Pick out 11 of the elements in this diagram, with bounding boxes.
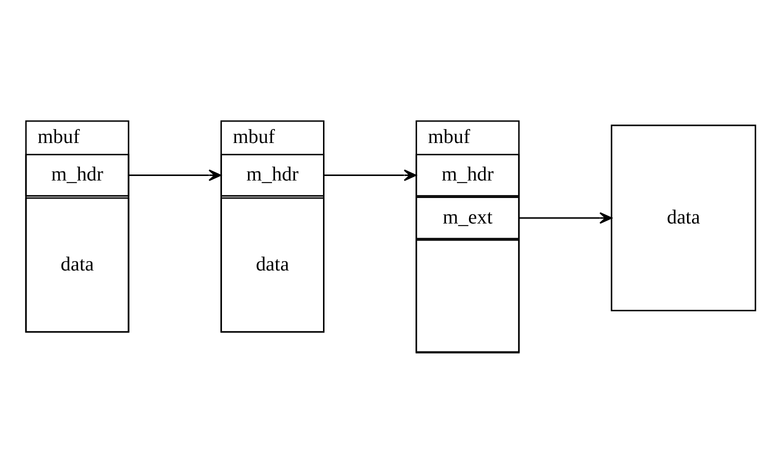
arrow (128, 168, 222, 181)
node-box: data (220, 196, 324, 332)
node-box (416, 238, 520, 353)
arrow (324, 168, 416, 181)
node-box: m_hdr (416, 153, 520, 196)
arrow (519, 212, 612, 224)
node-box: m_hdr (220, 153, 324, 196)
node-box: data (610, 124, 756, 311)
node-box: m_ext (416, 196, 520, 239)
node-box: data (25, 196, 130, 332)
node-box: m_hdr (25, 153, 130, 196)
